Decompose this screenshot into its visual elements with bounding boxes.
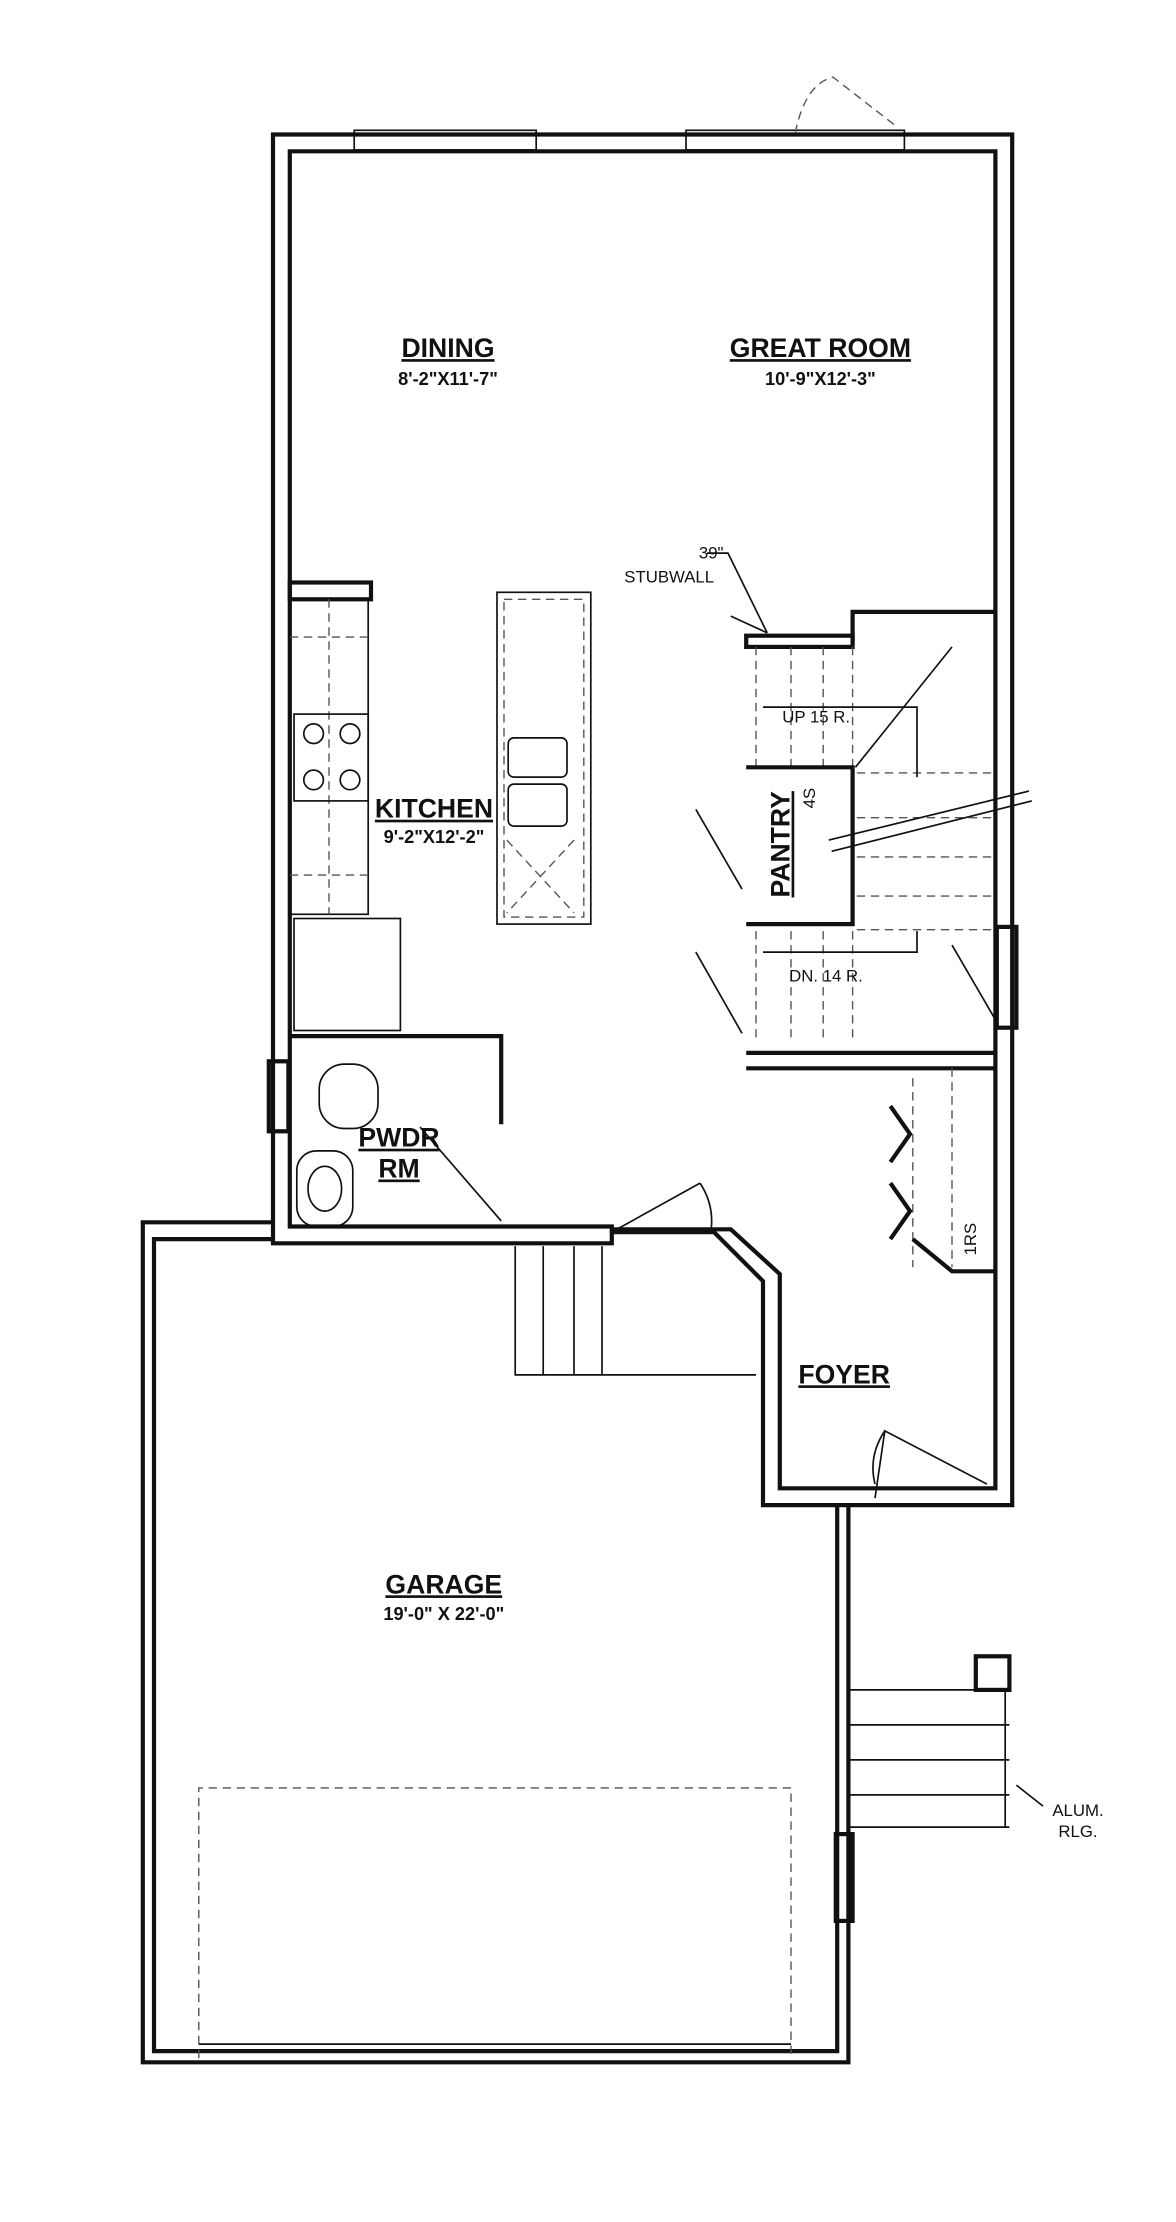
- windows: [266, 76, 1019, 1923]
- dining-label: DINING: [401, 333, 494, 363]
- exterior-walls: [140, 132, 1015, 2065]
- powder-room: [289, 1033, 504, 1228]
- riser-note: 1RS: [961, 1223, 980, 1256]
- kitchen-fixtures: [287, 580, 592, 1032]
- staircase: [695, 552, 1033, 1274]
- railing-note-2: RLG.: [1058, 1822, 1097, 1841]
- stairs-up-note: UP 15 R.: [782, 708, 850, 727]
- stairs-down-note: DN. 14 R.: [789, 967, 863, 986]
- dining-size: 8'-2"X11'-7": [398, 369, 498, 389]
- pantry-label: PANTRY: [766, 791, 796, 898]
- kitchen-size: 9'-2"X12'-2": [384, 827, 485, 847]
- doors: [514, 1182, 988, 1499]
- stubwall-height: 39": [699, 544, 724, 563]
- powder-room-label-1: PWDR: [358, 1123, 439, 1153]
- garage-door: [198, 1787, 792, 2059]
- powder-room-label-2: RM: [378, 1154, 419, 1184]
- garage-size: 19'-0" X 22'-0": [383, 1604, 504, 1624]
- exterior-steps: [848, 1654, 1044, 1828]
- garage-label: GARAGE: [385, 1569, 502, 1599]
- kitchen-label: KITCHEN: [375, 794, 493, 824]
- stubwall-note: STUBWALL: [624, 568, 714, 587]
- great-room-label: GREAT ROOM: [730, 333, 911, 363]
- great-room-size: 10'-9"X12'-3": [765, 369, 876, 389]
- foyer-label: FOYER: [798, 1359, 890, 1389]
- railing-note-1: ALUM.: [1052, 1801, 1103, 1820]
- pantry-shelves: 4S: [800, 788, 819, 809]
